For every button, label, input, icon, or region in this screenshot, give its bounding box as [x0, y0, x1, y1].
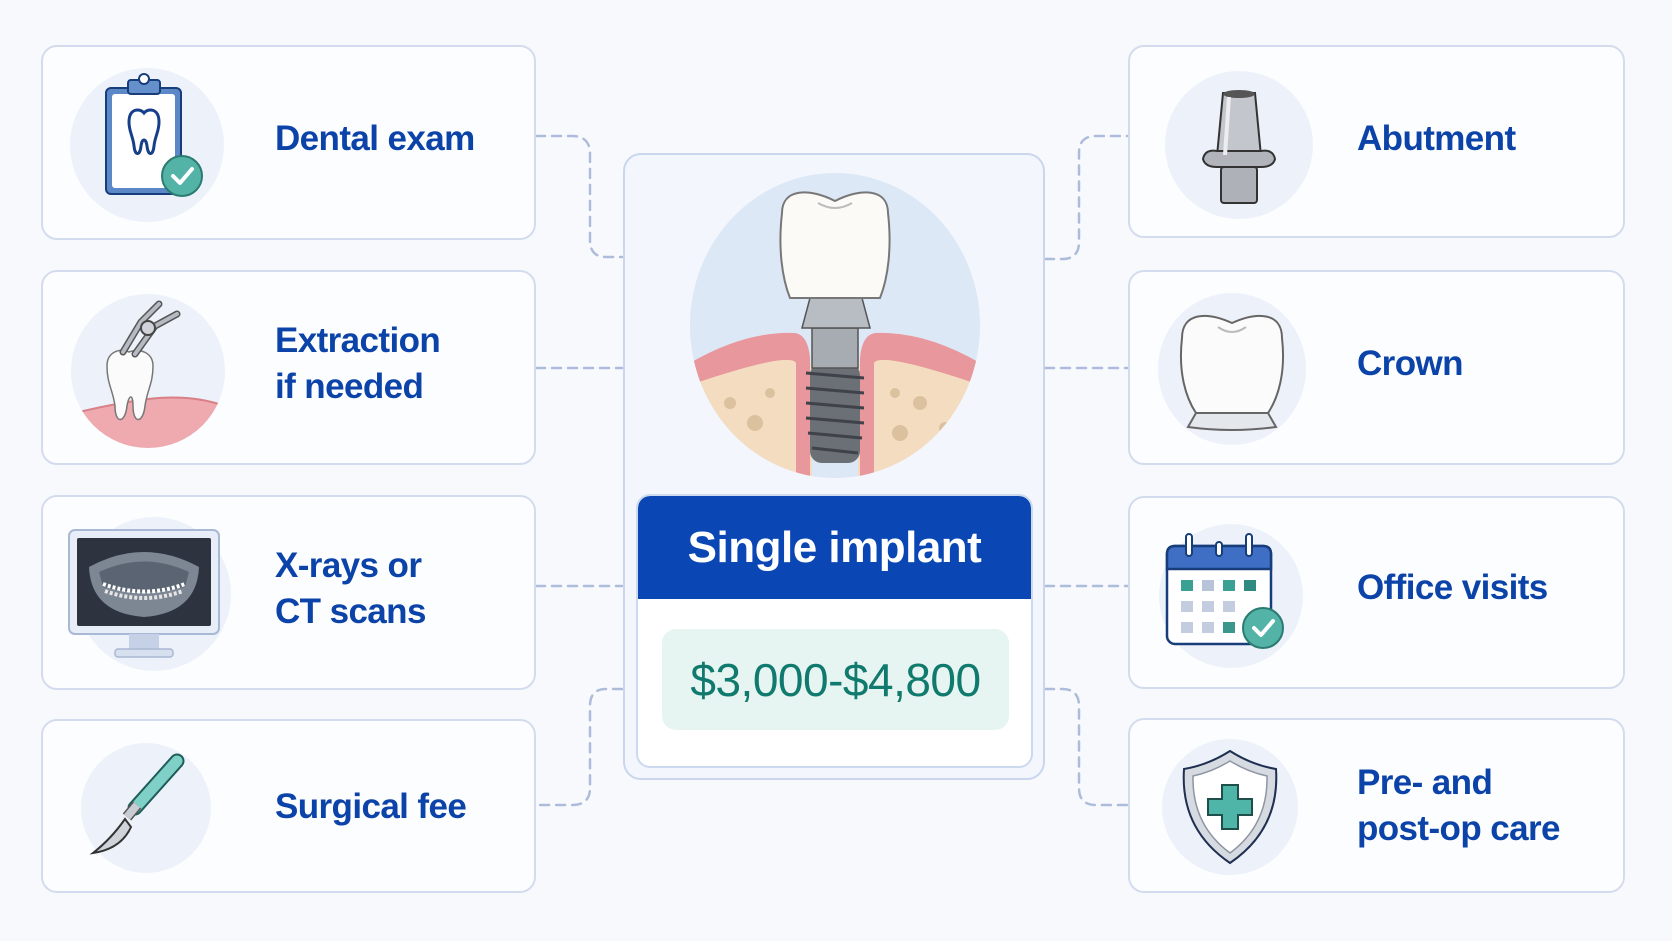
cost-item-surgical-fee: Surgical fee [41, 719, 536, 893]
cost-item-office-visits: Office visits [1128, 496, 1625, 689]
calendar-check-icon [1159, 524, 1303, 668]
price-range-badge: $3,000-$4,800 [662, 629, 1009, 730]
implant-price-panel: Single implant $3,000-$4,800 [636, 494, 1033, 768]
cost-item-label: Extraction if needed [275, 321, 441, 406]
implant-title: Single implant [638, 496, 1031, 599]
cost-item-abutment: Abutment [1128, 45, 1625, 238]
crown-icon [1158, 293, 1306, 445]
cost-item-crown: Crown [1128, 270, 1625, 465]
cost-item-label: Dental exam [275, 119, 475, 158]
cost-item-extraction: Extraction if needed [41, 270, 536, 465]
shield-cross-icon [1162, 739, 1298, 875]
cost-item-label: Surgical fee [275, 787, 467, 826]
cost-item-dental-exam: Dental exam [41, 45, 536, 240]
price-range: $3,000-$4,800 [690, 653, 981, 706]
cost-item-label: Crown [1357, 344, 1463, 383]
xray-monitor-icon [68, 517, 231, 671]
dental-implant-icon [690, 173, 980, 478]
cost-item-label: Abutment [1357, 119, 1516, 158]
cost-item-label: X-rays or CT scans [275, 546, 426, 631]
scalpel-icon [81, 743, 211, 873]
cost-item-label: Office visits [1357, 568, 1548, 607]
abutment-icon [1165, 71, 1313, 219]
cost-item-xrays: X-rays or CT scans [41, 495, 536, 690]
cost-item-pre-post-op-care: Pre- and post-op care [1128, 718, 1625, 893]
forceps-tooth-icon [71, 294, 225, 448]
clipboard-tooth-check-icon [70, 68, 224, 222]
cost-item-label: Pre- and post-op care [1357, 763, 1560, 848]
